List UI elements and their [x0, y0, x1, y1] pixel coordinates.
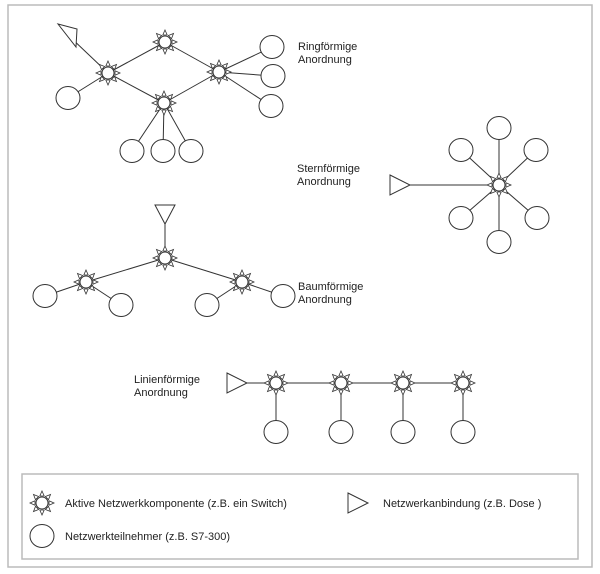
participant-circle [390, 420, 416, 444]
link-line [164, 257, 243, 283]
switch-icon [151, 90, 177, 116]
switch-icon [95, 60, 121, 86]
participant-circle [150, 139, 176, 163]
outer-border [7, 4, 593, 568]
switch-icon [73, 269, 99, 295]
switch-icon [152, 29, 178, 55]
switch-icon [450, 370, 476, 396]
switch-icon [29, 490, 55, 516]
participant-circle [29, 524, 55, 548]
tree-label-2: Anordnung [298, 294, 352, 306]
switch-icon [229, 269, 255, 295]
participant-circle [524, 206, 550, 230]
star-label-2: Anordnung [297, 176, 351, 188]
participant-circle [328, 420, 354, 444]
connection-triangle-icon [226, 372, 249, 394]
ring-label-2: Anordnung [298, 54, 352, 66]
legend-connection-text: Netzwerkanbindung (z.B. Dose ) [383, 498, 541, 510]
switch-icon [152, 245, 178, 271]
connection-triangle-icon [389, 174, 412, 196]
participant-circle [32, 284, 58, 308]
star-label-1: Sternförmige [297, 163, 360, 175]
participant-circle [486, 230, 512, 254]
switch-icon [206, 59, 232, 85]
participant-circle [523, 138, 549, 162]
connection-triangle-icon [56, 23, 78, 49]
participant-circle [178, 139, 204, 163]
switch-icon [486, 172, 512, 198]
connection-triangle-icon [347, 492, 370, 514]
switch-icon [390, 370, 416, 396]
participant-circle [263, 420, 289, 444]
line-label-2: Anordnung [134, 387, 188, 399]
participant-circle [108, 293, 134, 317]
link-line [163, 71, 220, 104]
participant-circle [270, 284, 296, 308]
participant-circle [450, 420, 476, 444]
legend-box [21, 473, 579, 560]
participant-circle [55, 86, 81, 110]
participant-circle [260, 64, 286, 88]
participant-circle [194, 293, 220, 317]
link-line [85, 257, 166, 283]
participant-circle [119, 139, 145, 163]
legend-switch-text: Aktive Netzwerkkomponente (z.B. ein Swit… [65, 498, 287, 510]
connection-triangle-icon [154, 204, 176, 226]
ring-label-1: Ringförmige [298, 41, 357, 53]
participant-circle [448, 206, 474, 230]
legend-participant-text: Netzwerkteilnehmer (z.B. S7-300) [65, 531, 230, 543]
nodes [32, 23, 550, 444]
switch-icon [328, 370, 354, 396]
participant-circle [258, 94, 284, 118]
participant-circle [486, 116, 512, 140]
link-line [164, 41, 220, 73]
line-label-1: Linienförmige [134, 374, 200, 386]
switch-icon [263, 370, 289, 396]
participant-circle [259, 35, 285, 59]
legend-icons [29, 490, 370, 548]
link-line [107, 41, 166, 74]
participant-circle [448, 138, 474, 162]
link-line [107, 72, 165, 104]
tree-label-1: Baumförmige [298, 281, 363, 293]
